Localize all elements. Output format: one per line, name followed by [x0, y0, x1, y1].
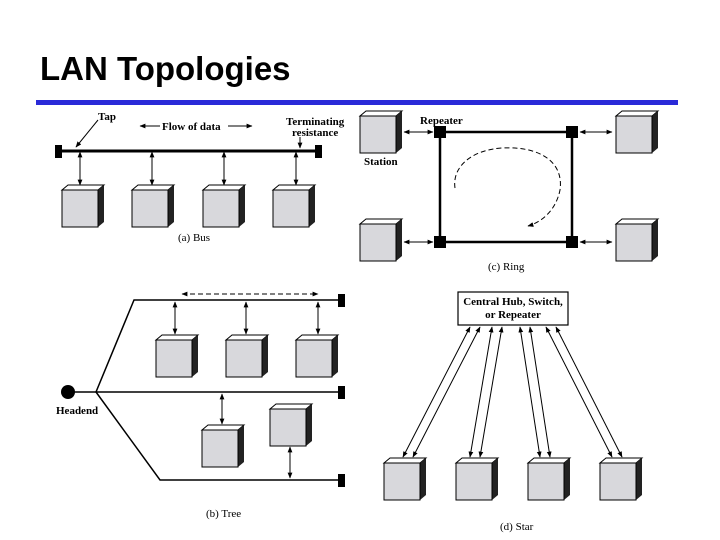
tree-station-1: [154, 334, 200, 378]
star-link-4a: [545, 326, 613, 458]
caption-star: (d) Star: [500, 521, 534, 533]
caption-bus: (a) Bus: [178, 232, 210, 244]
label-terminating: Terminating: [286, 116, 345, 128]
tap-pointer: [75, 119, 99, 148]
star-link-4b: [555, 326, 623, 458]
tree-branch-upper: [95, 299, 342, 393]
star-link-1b: [412, 326, 481, 458]
repeater-top-left: [434, 126, 446, 138]
slide-title: LAN Topologies: [40, 50, 291, 87]
ring-station-top-left: [358, 110, 404, 154]
label-flow-of-data: Flow of data: [162, 121, 221, 133]
tree-station-3: [294, 334, 340, 378]
ring-topology: Repeater Station (c) Ring: [358, 110, 660, 273]
tree-station-4: [200, 424, 246, 468]
star-link-1a: [402, 326, 471, 458]
bus-terminator-left: [55, 145, 62, 158]
star-station-4: [598, 457, 644, 501]
tree-branch-lower: [95, 391, 342, 481]
tree-terminator-lower: [338, 474, 345, 487]
star-link-2a: [468, 326, 494, 458]
ring-station-bottom-right: [614, 218, 660, 262]
star-topology: Central Hub, Switch, or Repeater: [382, 291, 644, 533]
repeater-bottom-left: [434, 236, 446, 248]
repeater-top-right: [566, 126, 578, 138]
tree-terminator-middle: [338, 386, 345, 399]
bus-station-4: [271, 184, 317, 228]
bus-terminator-right: [315, 145, 322, 158]
bus-station-3: [201, 184, 247, 228]
hub-label-line1: Central Hub, Switch,: [463, 296, 563, 308]
star-station-2: [454, 457, 500, 501]
caption-ring: (c) Ring: [488, 261, 525, 273]
tree-topology: Headend (b) Tree: [56, 291, 345, 520]
repeater-bottom-right: [566, 236, 578, 248]
title-underline: [36, 100, 678, 105]
central-hub: [457, 291, 569, 326]
hub-label-line2: or Repeater: [485, 309, 541, 321]
bus-station-1: [60, 184, 106, 228]
ring-station-bottom-left: [358, 218, 404, 262]
label-station: Station: [364, 156, 398, 168]
tree-station-2: [224, 334, 270, 378]
ring-station-top-right: [614, 110, 660, 154]
caption-tree: (b) Tree: [206, 508, 241, 520]
label-repeater: Repeater: [420, 115, 463, 127]
star-link-3a: [518, 326, 542, 458]
tree-terminator-upper: [338, 294, 345, 307]
star-station-3: [526, 457, 572, 501]
tree-station-5: [268, 403, 314, 447]
label-headend: Headend: [56, 405, 98, 417]
label-tap: Tap: [98, 111, 116, 123]
ring-flow-arrow: [454, 147, 561, 227]
bus-topology: Tap Flow of data Terminating resistance …: [55, 111, 345, 244]
star-link-2b: [478, 326, 504, 458]
star-link-3b: [528, 326, 552, 458]
label-resistance: resistance: [292, 127, 338, 139]
star-station-1: [382, 457, 428, 501]
bus-station-2: [130, 184, 176, 228]
